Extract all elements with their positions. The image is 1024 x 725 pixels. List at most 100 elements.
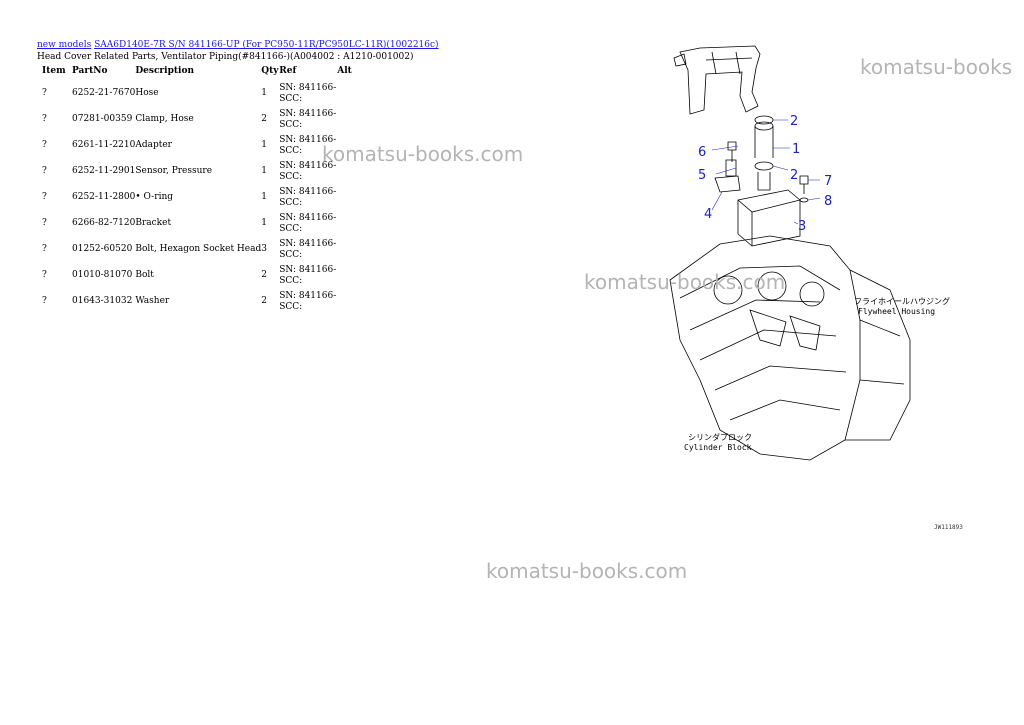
cell-qty: 2 bbox=[261, 114, 267, 124]
header-ref: Ref bbox=[279, 66, 297, 76]
washer-8-drawing bbox=[799, 197, 809, 203]
cell-ref: SN: 841166-SCC: bbox=[279, 187, 337, 213]
ref-sn: SN: 841166- bbox=[279, 213, 337, 223]
cell-qty: 1 bbox=[261, 140, 267, 150]
table-row: ? 6252-11-2800 • O-ring 1 SN: 841166-SCC… bbox=[37, 187, 367, 213]
callout-3: 3 bbox=[798, 219, 806, 234]
flywheel-housing-label-jp: フライホイールハウジング bbox=[854, 296, 950, 306]
figure-id-text: JW111893 bbox=[934, 524, 963, 531]
cell-item: ? bbox=[42, 296, 47, 306]
upper-piping-drawing bbox=[673, 45, 761, 115]
table-row: ? 01643-31032 Washer 2 SN: 841166-SCC: bbox=[37, 291, 367, 317]
callout-2-lower: 2 bbox=[790, 168, 798, 183]
ref-sn: SN: 841166- bbox=[279, 291, 337, 301]
flywheel-housing-drawing bbox=[845, 269, 911, 441]
clamp-lower-drawing bbox=[754, 161, 774, 171]
page-subtitle: Head Cover Related Parts, Ventilator Pip… bbox=[37, 52, 414, 62]
cell-partno: 01643-31032 bbox=[72, 296, 133, 306]
cell-qty: 1 bbox=[261, 166, 267, 176]
ref-sn: SN: 841166- bbox=[279, 109, 337, 119]
ref-sn: SN: 841166- bbox=[279, 83, 337, 93]
cell-alt bbox=[337, 265, 367, 291]
cell-partno: 6252-21-7670 bbox=[72, 88, 136, 98]
ref-scc: SCC: bbox=[279, 172, 303, 182]
cell-item: ? bbox=[42, 270, 47, 280]
cell-item: ? bbox=[42, 114, 47, 124]
table-header-row: Item PartNo Description Qty Ref Alt bbox=[37, 66, 367, 83]
block-drawing bbox=[737, 189, 801, 247]
header-description: Description bbox=[135, 66, 194, 76]
ref-sn: SN: 841166- bbox=[279, 135, 337, 145]
table-row: ? 01010-81070 Bolt 2 SN: 841166-SCC: bbox=[37, 265, 367, 291]
bracket-drawing bbox=[714, 175, 741, 193]
callout-1: 1 bbox=[792, 142, 800, 157]
ref-scc: SCC: bbox=[279, 276, 303, 286]
parts-exploded-diagram: 2 1 2 6 5 4 3 7 8 フライホイールハウジング Flywheel … bbox=[669, 45, 950, 461]
table-row: ? 6266-82-7120 Bracket 1 SN: 841166-SCC: bbox=[37, 213, 367, 239]
cell-alt bbox=[337, 187, 367, 213]
cell-qty: 3 bbox=[261, 244, 267, 254]
cell-partno: 01252-60520 bbox=[72, 244, 133, 254]
ref-sn: SN: 841166- bbox=[279, 187, 337, 197]
cell-ref: SN: 841166-SCC: bbox=[279, 265, 337, 291]
cell-description: Adapter bbox=[135, 140, 172, 150]
ref-scc: SCC: bbox=[279, 94, 303, 104]
watermark: komatsu-books bbox=[860, 55, 1013, 79]
cell-ref: SN: 841166-SCC: bbox=[279, 161, 337, 187]
cylinder-block-drawing bbox=[669, 235, 861, 461]
sensor-drawing bbox=[725, 159, 737, 177]
bolt-7-drawing bbox=[799, 175, 809, 194]
cell-alt bbox=[337, 109, 367, 135]
ref-sn: SN: 841166- bbox=[279, 265, 337, 275]
callout-8: 8 bbox=[824, 194, 832, 209]
breadcrumb-new-models-link[interactable]: new models bbox=[37, 40, 92, 50]
breadcrumb: new models SAA6D140E-7R S/N 841166-UP (F… bbox=[37, 40, 439, 50]
cell-description: Hose bbox=[135, 88, 159, 98]
cylinder-block-label-jp: シリンダブロック bbox=[688, 432, 752, 442]
cell-ref: SN: 841166-SCC: bbox=[279, 239, 337, 265]
cell-description: Bracket bbox=[135, 218, 172, 228]
cell-alt bbox=[337, 291, 367, 317]
cell-description: • O-ring bbox=[135, 192, 174, 202]
cell-partno: 01010-81070 bbox=[72, 270, 133, 280]
ref-sn: SN: 841166- bbox=[279, 239, 337, 249]
cell-description: Clamp, Hose bbox=[135, 114, 194, 124]
cell-description: Bolt, Hexagon Socket Head bbox=[135, 244, 262, 254]
cell-qty: 1 bbox=[261, 218, 267, 228]
cell-qty: 2 bbox=[261, 296, 267, 306]
cell-item: ? bbox=[42, 166, 47, 176]
cell-partno: 07281-00359 bbox=[72, 114, 133, 124]
cell-ref: SN: 841166-SCC: bbox=[279, 213, 337, 239]
header-alt: Alt bbox=[337, 66, 352, 76]
cell-partno: 6266-82-7120 bbox=[72, 218, 136, 228]
cell-qty: 2 bbox=[261, 270, 267, 280]
cell-qty: 1 bbox=[261, 192, 267, 202]
ref-scc: SCC: bbox=[279, 120, 303, 130]
watermark: komatsu-books.com bbox=[584, 270, 786, 294]
cell-item: ? bbox=[42, 88, 47, 98]
cell-item: ? bbox=[42, 244, 47, 254]
cell-alt bbox=[337, 213, 367, 239]
header-item: Item bbox=[42, 66, 66, 76]
callout-6: 6 bbox=[698, 145, 706, 160]
flywheel-housing-label: Flywheel Housing bbox=[858, 307, 935, 316]
bolt-6-drawing bbox=[727, 141, 737, 162]
cell-description: Sensor, Pressure bbox=[135, 166, 213, 176]
ref-scc: SCC: bbox=[279, 250, 303, 260]
ref-scc: SCC: bbox=[279, 302, 303, 312]
header-partno: PartNo bbox=[72, 66, 108, 76]
cell-item: ? bbox=[42, 192, 47, 202]
ref-sn: SN: 841166- bbox=[279, 161, 337, 171]
parts-table: Item PartNo Description Qty Ref Alt ? 62… bbox=[37, 66, 367, 317]
cell-ref: SN: 841166-SCC: bbox=[279, 135, 337, 161]
table-row: ? 6252-21-7670 Hose 1 SN: 841166-SCC: bbox=[37, 83, 367, 109]
ref-scc: SCC: bbox=[279, 198, 303, 208]
cell-partno: 6252-11-2901 bbox=[72, 166, 136, 176]
breadcrumb-model-link[interactable]: SAA6D140E-7R S/N 841166-UP (For PC950-11… bbox=[94, 40, 439, 50]
header-qty: Qty bbox=[261, 66, 279, 76]
callout-5: 5 bbox=[698, 168, 706, 183]
ref-scc: SCC: bbox=[279, 146, 303, 156]
cell-ref: SN: 841166-SCC: bbox=[279, 83, 337, 109]
adapter-drawing bbox=[757, 172, 771, 191]
cell-alt bbox=[337, 239, 367, 265]
